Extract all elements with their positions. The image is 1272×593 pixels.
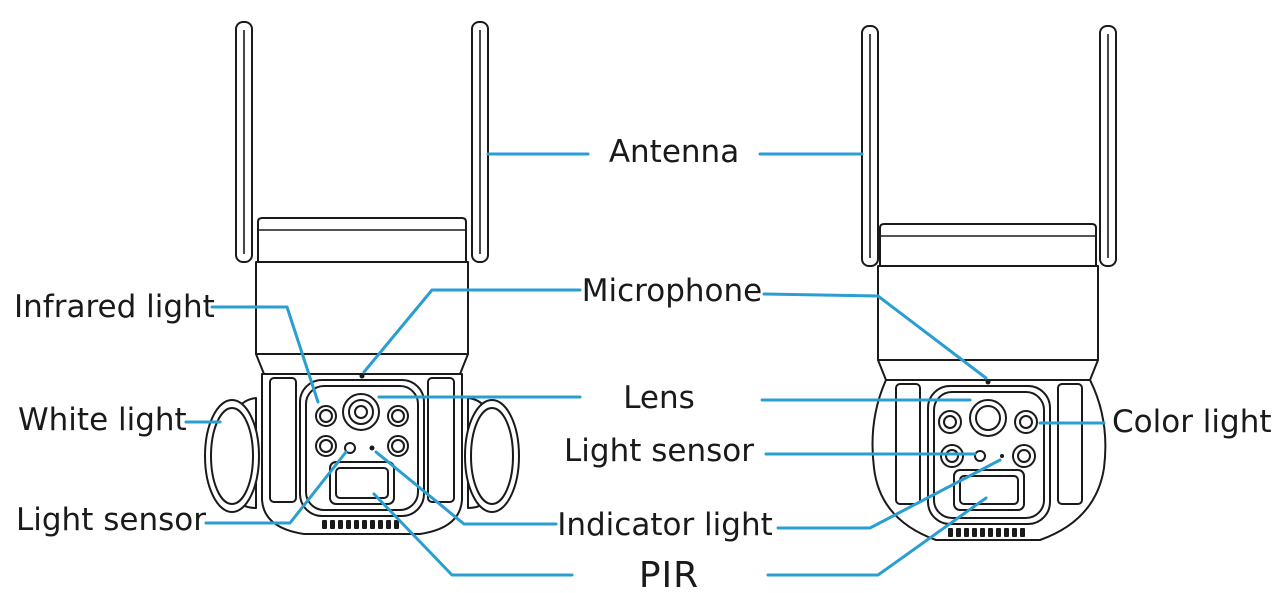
- right-speaker-grille: [948, 528, 1025, 537]
- leader-indicator-right: [776, 458, 1002, 530]
- leader-infrared-light: [210, 305, 320, 404]
- leader-microphone-right: [762, 292, 988, 380]
- leader-pir-left: [372, 492, 574, 577]
- right-microphone-dot: [985, 379, 991, 385]
- label-microphone: Microphone: [582, 273, 762, 309]
- left-camera-antennas: [235, 21, 489, 263]
- right-camera-housing: [877, 223, 1099, 381]
- left-speaker-grille: [322, 520, 399, 529]
- left-camera-housing: [255, 217, 469, 375]
- left-camera: [204, 21, 520, 535]
- left-indicator-dot: [369, 445, 375, 451]
- right-camera-antennas: [861, 25, 1117, 267]
- right-light-sensor-dot: [974, 450, 986, 462]
- label-lens: Lens: [623, 380, 695, 416]
- label-pir: PIR: [639, 555, 699, 593]
- right-indicator-dot: [1000, 454, 1004, 458]
- left-light-sensor-dot: [344, 442, 356, 454]
- leader-lines: [184, 152, 1106, 577]
- label-light-sensor-left: Light sensor: [16, 502, 206, 538]
- labels: Antenna Microphone Infrared light White …: [14, 134, 1272, 593]
- label-indicator-light: Indicator light: [557, 507, 773, 543]
- left-microphone-dot: [359, 373, 365, 379]
- leader-microphone-left: [362, 288, 582, 374]
- leader-pir-right: [766, 496, 988, 577]
- leader-indicator-left: [374, 450, 558, 526]
- right-camera: [861, 25, 1117, 541]
- right-lens: [969, 399, 1007, 437]
- label-white-light: White light: [18, 402, 187, 438]
- left-infrared-leds: [315, 405, 409, 457]
- left-white-light-lamps: [204, 397, 520, 513]
- right-color-leds: [938, 410, 1038, 468]
- left-lens: [342, 393, 380, 431]
- label-color-light: Color light: [1112, 404, 1272, 440]
- label-infrared-light: Infrared light: [14, 289, 215, 325]
- label-light-sensor-center: Light sensor: [564, 433, 754, 469]
- label-antenna: Antenna: [609, 134, 739, 170]
- leader-light-sensor-left: [204, 450, 348, 525]
